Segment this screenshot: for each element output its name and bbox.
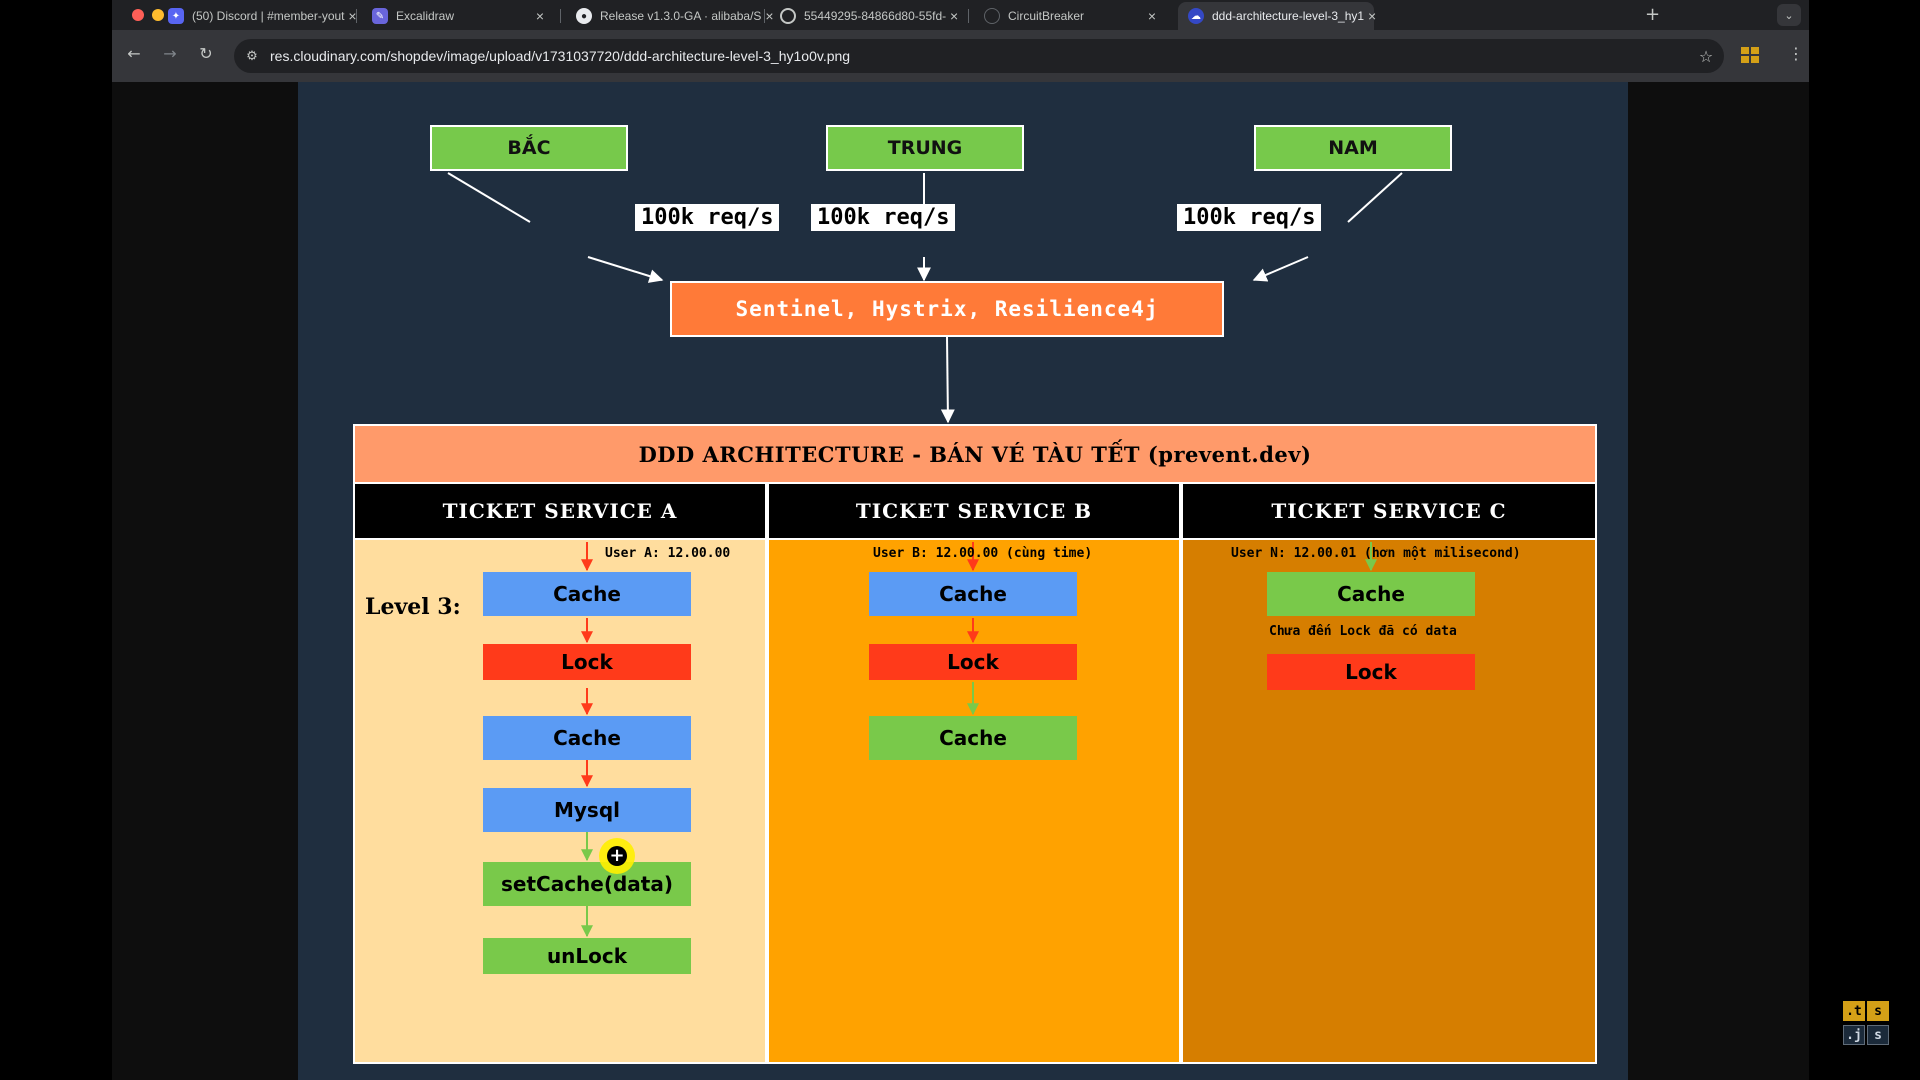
ddd-board: DDD ARCHITECTURE - BÁN VÉ TÀU TẾT (preve…: [353, 424, 1597, 1064]
tab-title: CircuitBreaker: [1008, 9, 1085, 23]
service-a-mysql-step: Mysql: [483, 788, 691, 832]
tab-title: ddd-architecture-level-3_hy1: [1212, 9, 1365, 23]
service-a-column: TICKET SERVICE A: [355, 484, 765, 1062]
service-a-body: User A: 12.00.00 Level 3: Cache Lock Cac…: [355, 540, 765, 1062]
region-bac: BẮC: [430, 125, 628, 171]
extension-icon[interactable]: [1741, 47, 1759, 63]
excalidraw-icon: ✎: [372, 8, 388, 24]
service-c-arrows: [1365, 542, 1377, 572]
region-trung: TRUNG: [826, 125, 1024, 171]
tab-title: (50) Discord | #member-yout: [192, 9, 345, 23]
minimize-window-button[interactable]: [152, 9, 164, 21]
architecture-diagram: BẮC TRUNG NAM 100k req/s 100k req/s 100k…: [298, 82, 1628, 1080]
service-c-mid-note: Chưa đến Lock đã có data: [1269, 624, 1457, 639]
service-a-setcache-step: setCache(data): [483, 862, 691, 906]
bookmark-star-icon[interactable]: ☆: [1698, 46, 1714, 66]
close-window-button[interactable]: [132, 9, 144, 21]
mouse-cursor-highlight: +: [599, 838, 635, 874]
new-tab-button[interactable]: +: [1645, 4, 1661, 25]
service-b-column: TICKET SERVICE B User B: 12.00.00 (cùng …: [769, 484, 1179, 1062]
tab-strip: ✦ (50) Discord | #member-yout × ✎ Excali…: [112, 0, 1809, 30]
reload-icon[interactable]: ↻: [199, 44, 213, 63]
close-icon[interactable]: ×: [348, 8, 357, 24]
menu-icon[interactable]: ⋮: [1788, 44, 1804, 63]
forward-icon[interactable]: →: [163, 44, 177, 63]
tab-search-button[interactable]: ⌄: [1777, 4, 1801, 26]
gateway-box: Sentinel, Hystrix, Resilience4j: [670, 281, 1224, 337]
service-b-cache-hit-step: Cache: [869, 716, 1077, 760]
discord-icon: ✦: [168, 8, 184, 24]
service-a-arrows: [581, 542, 593, 938]
page-viewport: BẮC TRUNG NAM 100k req/s 100k req/s 100k…: [112, 82, 1809, 1080]
service-a-cache-recheck-step: Cache: [483, 716, 691, 760]
tab-title: Release v1.3.0-GA · alibaba/S: [600, 9, 762, 23]
github-icon: ●: [576, 8, 592, 24]
service-a-header: TICKET SERVICE A: [355, 484, 765, 538]
js-badge-s[interactable]: s: [1867, 1025, 1889, 1045]
rate-label-nam: 100k req/s: [1177, 204, 1322, 231]
service-c-body: User N: 12.00.01 (hơn một milisecond) Ca…: [1183, 540, 1595, 1062]
close-icon[interactable]: ×: [1147, 8, 1157, 24]
service-c-cache-step: Cache: [1267, 572, 1475, 616]
tab-title: Excalidraw: [396, 9, 455, 23]
tab-ddd-architecture[interactable]: ☁ ddd-architecture-level-3_hy1 ×: [1178, 2, 1376, 30]
service-b-cache-step: Cache: [869, 572, 1077, 616]
service-a-unlock-step: unLock: [483, 938, 691, 974]
close-icon[interactable]: ×: [535, 8, 545, 24]
service-b-header: TICKET SERVICE B: [769, 484, 1179, 538]
service-b-arrows: [967, 542, 979, 716]
close-icon[interactable]: ×: [765, 8, 774, 24]
service-b-lock-step: Lock: [869, 644, 1077, 680]
service-a-user-note: User A: 12.00.00: [605, 546, 731, 561]
service-c-lock-step: Lock: [1267, 654, 1475, 690]
service-c-header: TICKET SERVICE C: [1183, 484, 1595, 538]
service-b-body: User B: 12.00.00 (cùng time) Cache Lock …: [769, 540, 1179, 1062]
globe-icon: [780, 8, 796, 24]
tab-title: 55449295-84866d80-55fd-: [804, 9, 947, 23]
service-c-user-note: User N: 12.00.01 (hơn một milisecond): [1231, 546, 1521, 561]
tab-circuitbreaker[interactable]: CircuitBreaker ×: [974, 2, 1170, 30]
js-badge[interactable]: .j: [1843, 1025, 1865, 1045]
cloudinary-icon: ☁: [1188, 8, 1204, 24]
close-icon[interactable]: ×: [1368, 8, 1377, 24]
circuit-icon: [984, 8, 1000, 24]
address-bar[interactable]: ⚙ res.cloudinary.com/shopdev/image/uploa…: [234, 39, 1724, 73]
tab-github-release[interactable]: ● Release v1.3.0-GA · alibaba/S ×: [566, 2, 774, 30]
close-icon[interactable]: ×: [950, 8, 959, 24]
service-a-cache-step: Cache: [483, 572, 691, 616]
url-text[interactable]: res.cloudinary.com/shopdev/image/upload/…: [270, 48, 851, 64]
level-label: Level 3:: [365, 594, 461, 620]
ts-badge-s[interactable]: s: [1867, 1001, 1889, 1021]
tab-discord[interactable]: ✦ (50) Discord | #member-yout ×: [158, 2, 357, 30]
browser-window: ✦ (50) Discord | #member-yout × ✎ Excali…: [112, 0, 1809, 1080]
ts-badge[interactable]: .t: [1843, 1001, 1865, 1021]
service-a-lock-step: Lock: [483, 644, 691, 680]
board-title: DDD ARCHITECTURE - BÁN VÉ TÀU TẾT (preve…: [355, 426, 1595, 482]
tab-excalidraw[interactable]: ✎ Excalidraw ×: [362, 2, 558, 30]
rate-label-trung: 100k req/s: [811, 204, 956, 231]
site-info-icon[interactable]: ⚙: [246, 48, 258, 64]
tab-image[interactable]: 55449295-84866d80-55fd- ×: [770, 2, 966, 30]
connector-arrows: [447, 172, 1403, 424]
rate-label-bac: 100k req/s: [635, 204, 780, 231]
back-icon[interactable]: ←: [127, 44, 141, 63]
browser-toolbar: ← → ↻ ⚙ res.cloudinary.com/shopdev/image…: [112, 30, 1809, 82]
service-c-column: TICKET SERVICE C User N: 12.00.01 (hơn m…: [1183, 484, 1595, 1062]
region-nam: NAM: [1254, 125, 1452, 171]
service-b-user-note: User B: 12.00.00 (cùng time): [873, 546, 1093, 561]
